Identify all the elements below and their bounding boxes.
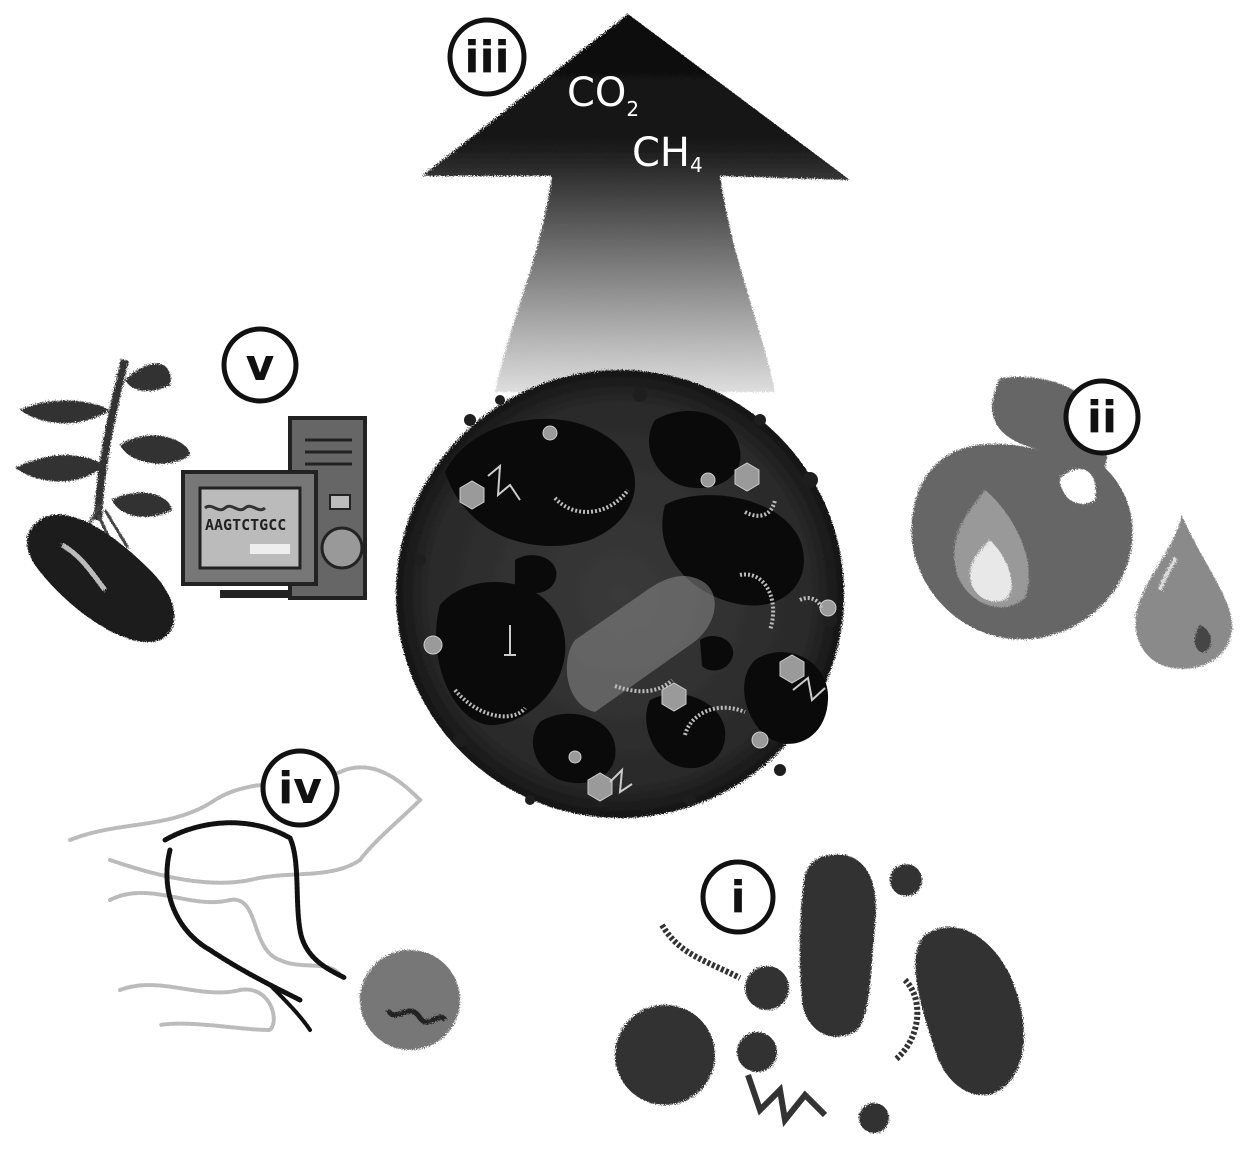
svg-text:iii: iii <box>464 32 509 83</box>
svg-text:iv: iv <box>278 763 322 814</box>
svg-text:AAGTCTGCC: AAGTCTGCC <box>205 516 286 534</box>
label-v: v <box>224 329 296 401</box>
soil-aggregate-icon <box>396 370 844 818</box>
label-iv: iv <box>263 751 337 825</box>
bacterium-cell-icon <box>27 514 174 642</box>
svg-text:ii: ii <box>1087 392 1117 443</box>
virus-particle-icon <box>360 950 460 1050</box>
label-i: i <box>703 862 773 932</box>
label-iii: iii <box>450 20 524 94</box>
svg-text:v: v <box>246 340 275 391</box>
water-drop-icon <box>1135 515 1232 669</box>
label-ii: ii <box>1066 381 1138 453</box>
computer-icon: AAGTCTGCC <box>183 418 365 598</box>
microbes-icon <box>615 854 1024 1133</box>
svg-text:i: i <box>730 872 745 923</box>
